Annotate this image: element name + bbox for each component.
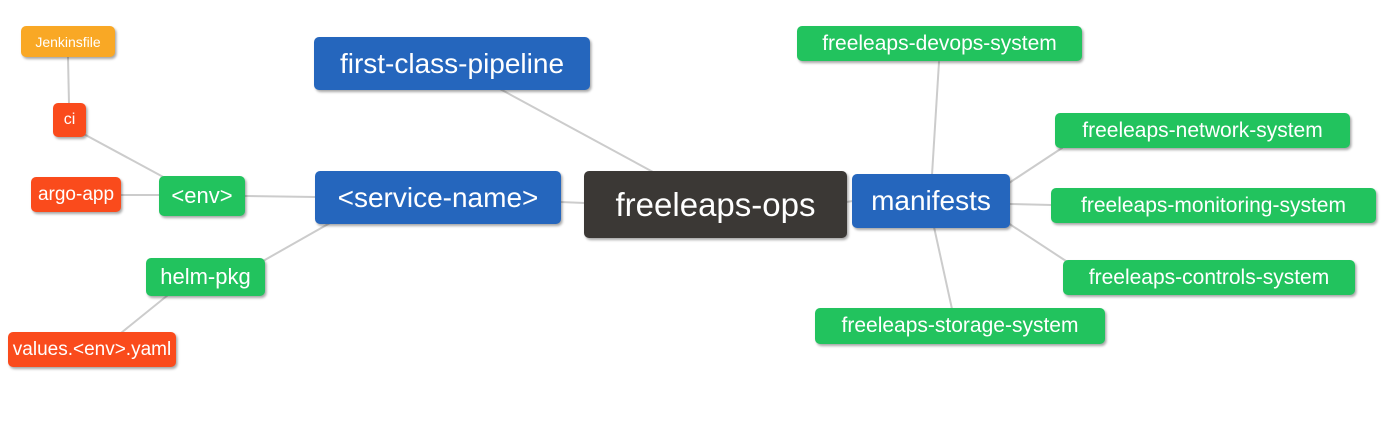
node-ci[interactable]: ci xyxy=(53,103,86,137)
edge-manifests-controls-system xyxy=(1007,222,1067,262)
node-jenkinsfile[interactable]: Jenkinsfile xyxy=(21,26,115,57)
edge-manifests-storage-system xyxy=(933,226,953,310)
edge-fcp-freeleaps-ops xyxy=(499,88,654,173)
edge-ci-env xyxy=(79,131,168,180)
node-manifests[interactable]: manifests xyxy=(852,174,1010,228)
node-values-env-yaml[interactable]: values.<env>.yaml xyxy=(8,332,176,367)
node-first-class-pipeline[interactable]: first-class-pipeline xyxy=(314,37,590,90)
edge-helm-pkg-service-name xyxy=(262,222,331,262)
edge-env-service-name xyxy=(244,195,317,198)
node-helm-pkg[interactable]: helm-pkg xyxy=(146,258,265,296)
node-service-name[interactable]: <service-name> xyxy=(315,171,561,224)
edge-jenkinsfile-ci xyxy=(67,56,70,105)
edge-values-helm-pkg xyxy=(120,294,169,334)
edge-manifests-network-system xyxy=(1008,147,1063,184)
node-freeleaps-monitoring-system[interactable]: freeleaps-monitoring-system xyxy=(1051,188,1376,223)
edge-manifests-devops-system xyxy=(931,61,940,176)
edge-manifests-monitoring-system xyxy=(1008,203,1053,206)
node-freeleaps-ops-root[interactable]: freeleaps-ops xyxy=(584,171,847,238)
node-freeleaps-network-system[interactable]: freeleaps-network-system xyxy=(1055,113,1350,148)
edge-freeleaps-ops-manifests xyxy=(845,200,854,203)
node-env[interactable]: <env> xyxy=(159,176,245,216)
node-freeleaps-controls-system[interactable]: freeleaps-controls-system xyxy=(1063,260,1355,295)
node-freeleaps-devops-system[interactable]: freeleaps-devops-system xyxy=(797,26,1082,61)
node-argo-app[interactable]: argo-app xyxy=(31,177,121,212)
edge-service-name-freeleaps-ops xyxy=(559,201,586,204)
node-freeleaps-storage-system[interactable]: freeleaps-storage-system xyxy=(815,308,1105,344)
